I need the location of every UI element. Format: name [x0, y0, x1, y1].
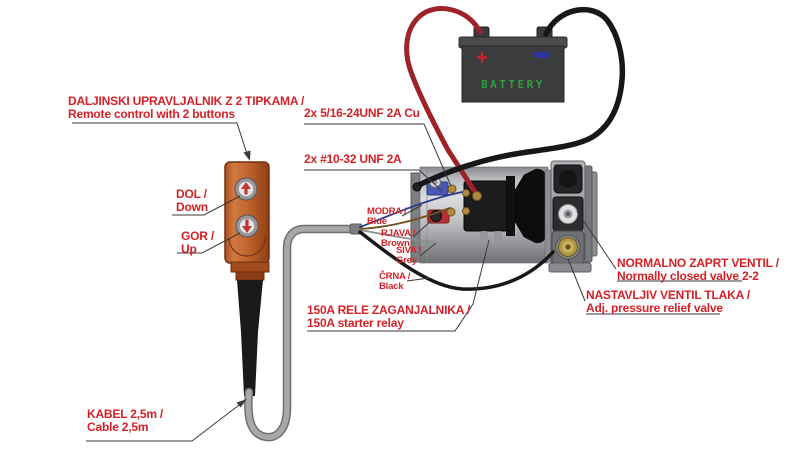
battery-minus-mark: [534, 52, 550, 58]
relay-terminal: [462, 189, 470, 197]
label-line-sl: MODRA /: [367, 206, 407, 217]
brass-nut: [447, 184, 457, 194]
label-line-sl: KABEL 2,5m /: [87, 407, 164, 421]
label-line-en: Down: [176, 199, 208, 214]
label-line-en: Adj. pressure relief valve: [586, 300, 723, 315]
label-line-sl: DALJINSKI UPRAVLJALNIK Z 2 TIPKAMA /: [68, 94, 305, 108]
label-line-en: Grey: [396, 255, 417, 266]
up-arrow-icon: [241, 182, 251, 189]
leader-wire-black: [406, 277, 430, 282]
label-cable: KABEL 2,5m / Cable 2,5m: [87, 408, 163, 433]
label-line-en: 150A starter relay: [307, 315, 404, 330]
control-cable: [245, 226, 359, 440]
label-stud-large: 2x 5/16-24UNF 2A Cu: [304, 107, 420, 120]
relay-foot: [494, 231, 502, 243]
label-down-button: DOL / Down: [176, 188, 208, 213]
label-line-sl: RJAVA /: [381, 228, 416, 239]
label-line-sl: DOL /: [176, 187, 207, 201]
wire-black: [358, 230, 555, 291]
wire-grey: [359, 229, 434, 243]
remote-collar-lower: [235, 271, 265, 281]
arrowhead: [243, 150, 251, 161]
wire-brown: [359, 207, 451, 230]
remote-collar: [230, 261, 270, 273]
arrowhead: [236, 399, 247, 408]
relay-terminal: [462, 207, 470, 215]
label-wire-brown: RJAVA / Brown: [381, 228, 416, 249]
strain-relief: [237, 280, 263, 396]
leader-cable: [86, 401, 244, 442]
button-bottom: [235, 214, 259, 238]
leader-nc-valve: [576, 210, 617, 270]
label-line: 2x #10-32 UNF 2A: [304, 152, 402, 166]
label-line-en: Black: [379, 281, 404, 292]
button-top: [234, 177, 258, 201]
cables: [244, 6, 626, 442]
label-line-en: Cable 2,5m: [87, 419, 149, 434]
solenoid-core: [559, 170, 577, 188]
leader-remote: [72, 122, 249, 158]
battery-positive-cable: [404, 6, 483, 198]
battery: + BATTERY: [458, 26, 568, 103]
relay-foot: [480, 231, 488, 243]
leader-wire-blue: [401, 204, 423, 217]
leader-wire-grey: [419, 242, 437, 257]
remote-bottom-arc: [228, 237, 266, 257]
label-line-sl: NORMALNO ZAPRT VENTIL /: [617, 256, 779, 270]
label-line-en: Remote control with 2 buttons: [68, 106, 235, 121]
brass-nut: [446, 207, 456, 217]
down-arrow-icon: [242, 226, 252, 233]
label-line-sl: 150A RELE ZAGANJALNIKA /: [307, 303, 471, 317]
leader-relief-valve: [567, 258, 586, 302]
label-line-sl: SIVA /: [396, 245, 422, 256]
label-line-sl: NASTAVLJIV VENTIL TLAKA /: [586, 288, 750, 302]
label-wire-black: ČRNA / Black: [379, 272, 410, 292]
battery-label: BATTERY: [481, 78, 545, 91]
up-arrow-stem: [244, 188, 248, 195]
label-nc-valve: NORMALNO ZAPRT VENTIL / Normally closed …: [617, 257, 779, 282]
label-starter-relay: 150A RELE ZAGANJALNIKA / 150A starter re…: [307, 304, 470, 329]
leader-wire-brown: [412, 220, 432, 238]
label-line-en: Brown: [381, 238, 410, 249]
cable-lug: [412, 182, 422, 192]
leader-starter-relay: [307, 239, 490, 332]
label-stud-small: 2x #10-32 UNF 2A: [304, 153, 402, 166]
label-relief-valve: NASTAVLJIV VENTIL TLAKA / Adj. pressure …: [586, 289, 750, 314]
label-line-sl: ČRNA /: [379, 271, 411, 282]
cable-lug: [472, 191, 482, 201]
label-wire-blue: MODRA / Blue: [367, 206, 407, 227]
leader-stud-large: [304, 123, 452, 187]
label-line-en: Normally closed valve 2-2: [617, 268, 759, 283]
leader-up: [177, 232, 241, 254]
valve-block: [544, 160, 598, 273]
label-line-en: Up: [181, 241, 197, 256]
remote-control: [224, 161, 270, 396]
label-line-sl: GOR /: [181, 229, 215, 243]
label-line-en: Blue: [367, 216, 387, 227]
label-up-button: GOR / Up: [181, 230, 214, 255]
relay-flange: [506, 176, 515, 236]
label-line: 2x 5/16-24UNF 2A Cu: [304, 106, 420, 120]
leader-down: [172, 195, 241, 216]
battery-negative-cable: [414, 6, 626, 189]
relief-valve-center: [565, 244, 571, 250]
label-remote-control: DALJINSKI UPRAVLJALNIK Z 2 TIPKAMA / Rem…: [68, 95, 304, 120]
leader-stud-small: [304, 169, 443, 192]
down-arrow-stem: [245, 219, 249, 226]
nc-valve-pin: [566, 212, 570, 216]
label-wire-grey: SIVA / Grey: [396, 246, 421, 266]
leader-lines: [72, 122, 742, 442]
wire-blue: [359, 191, 463, 228]
battery-plus-mark: +: [476, 47, 488, 69]
